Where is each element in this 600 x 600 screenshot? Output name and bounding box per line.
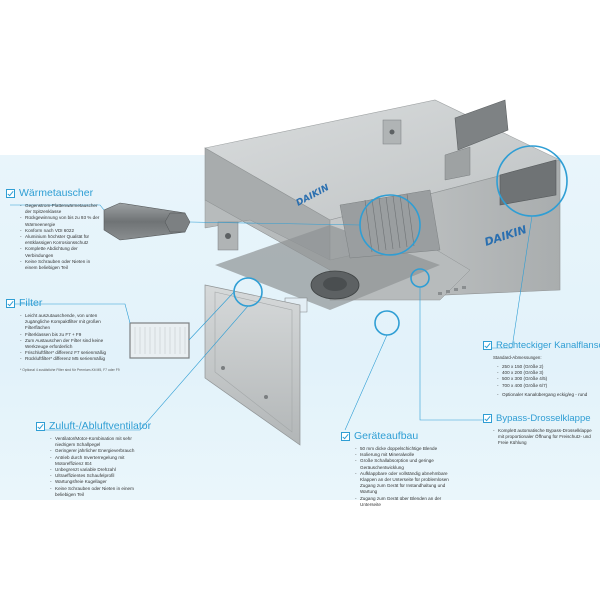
list-item: Konform nach VDI 6022 bbox=[20, 228, 101, 234]
filter-footnote: * Optional 4 zusätzliche Filter sind für… bbox=[20, 367, 120, 372]
list-item: Filterklassen bis zu F7 + F9 bbox=[20, 332, 121, 338]
list-item: Zugang zum Gerät über Blenden an der Unt… bbox=[355, 496, 463, 508]
section-title: Rechteckiger Kanalflansch bbox=[496, 340, 600, 351]
check-icon bbox=[341, 431, 350, 441]
list-item: Keine Schrauben oder Nieten in einem bel… bbox=[50, 486, 146, 498]
list-item: Aluminium höchster Qualität für erstklas… bbox=[20, 234, 101, 246]
bottom-access-panel bbox=[204, 284, 301, 446]
list-item: Geringerer jährlicher Energieverbrauch bbox=[50, 448, 146, 454]
flange-subtitle: Standard-Abmessungen: bbox=[493, 355, 542, 360]
check-icon bbox=[483, 341, 492, 350]
heat-exchanger-module bbox=[103, 202, 191, 241]
section-bypass: Bypass-Drosselklappe Komplett automatisc… bbox=[483, 413, 598, 447]
list-item: Zum Austauschen der Filter sind keine We… bbox=[20, 338, 121, 350]
list-item: Keine Schrauben oder Nieten in einem bel… bbox=[20, 259, 101, 271]
list-item: Unbegrenzt variable Drehzahl bbox=[50, 467, 146, 473]
section-title: Bypass-Drosselklappe bbox=[496, 413, 591, 424]
check-icon bbox=[483, 414, 492, 423]
section-title: Filter bbox=[19, 297, 43, 309]
section-title: Geräteaufbau bbox=[354, 430, 419, 442]
list-item: Frischluftfilter* differenz F7 serienmäß… bbox=[20, 350, 121, 356]
list-item: Komplett automatische Bypass-Drosselklap… bbox=[493, 428, 598, 447]
list-item: Ventilator/Motor-Kombination mit sehr ni… bbox=[50, 436, 146, 448]
check-icon bbox=[6, 188, 15, 198]
check-icon bbox=[36, 421, 45, 431]
filter-cassette bbox=[129, 322, 190, 359]
section-kanalflansch: Rechteckiger Kanalflansch Standard-Abmes… bbox=[483, 340, 600, 398]
flange-size: 400 x 200 (Größe 3) bbox=[497, 370, 598, 376]
flange-option: Optionaler Kanalübergang eckig/eg - rund bbox=[497, 392, 598, 398]
list-item: Ultraeffizientes Schaufelprofil bbox=[50, 473, 146, 479]
section-waermetauscher: Wärmetauscher Gegenstrom-Plattenwärmetau… bbox=[6, 187, 101, 271]
section-filter: Filter Leicht auszutauschende, von unten… bbox=[6, 297, 121, 372]
list-item: Große Schallabsorption und geringe Geräu… bbox=[355, 458, 463, 470]
flange-size: 500 x 300 (Größe 4/5) bbox=[497, 376, 598, 382]
flange-size: 250 x 150 (Größe 2) bbox=[497, 364, 598, 370]
list-item: 50 mm dicke doppelschichtige Blende bbox=[355, 446, 463, 452]
flange-size: 700 x 400 (Größe 6/7) bbox=[497, 383, 598, 389]
list-item: Isolierung mit Mineralwolle bbox=[355, 452, 463, 458]
section-ventilator: Zuluft-/Abluftventilator Ventilator/Moto… bbox=[36, 420, 151, 498]
list-item: Wartungsfreie Kugellager bbox=[50, 479, 146, 485]
list-item: Rückluftfilter* differenz M5 serienmäßig bbox=[20, 356, 121, 362]
list-item: Gegenstrom-Plattenwärmetauscher der Spit… bbox=[20, 203, 101, 215]
list-item: Leicht auszutauschende, von unten zugäng… bbox=[20, 313, 121, 332]
section-title: Wärmetauscher bbox=[19, 187, 94, 199]
check-icon bbox=[6, 298, 15, 308]
list-item: Komplette Abdichtung der Verbindungen bbox=[20, 246, 101, 258]
list-item: Aufklappbare oder vollständig abnehmbare… bbox=[355, 471, 463, 496]
list-item: Rückgewinnung von bis zu 93 % der Wärmee… bbox=[20, 215, 101, 227]
section-geraeteaufbau: Geräteaufbau 50 mm dicke doppelschichtig… bbox=[341, 430, 463, 508]
section-title: Zuluft-/Abluftventilator bbox=[49, 420, 152, 432]
list-item: Antrieb durch Inverterregelung mit Motor… bbox=[50, 455, 146, 467]
